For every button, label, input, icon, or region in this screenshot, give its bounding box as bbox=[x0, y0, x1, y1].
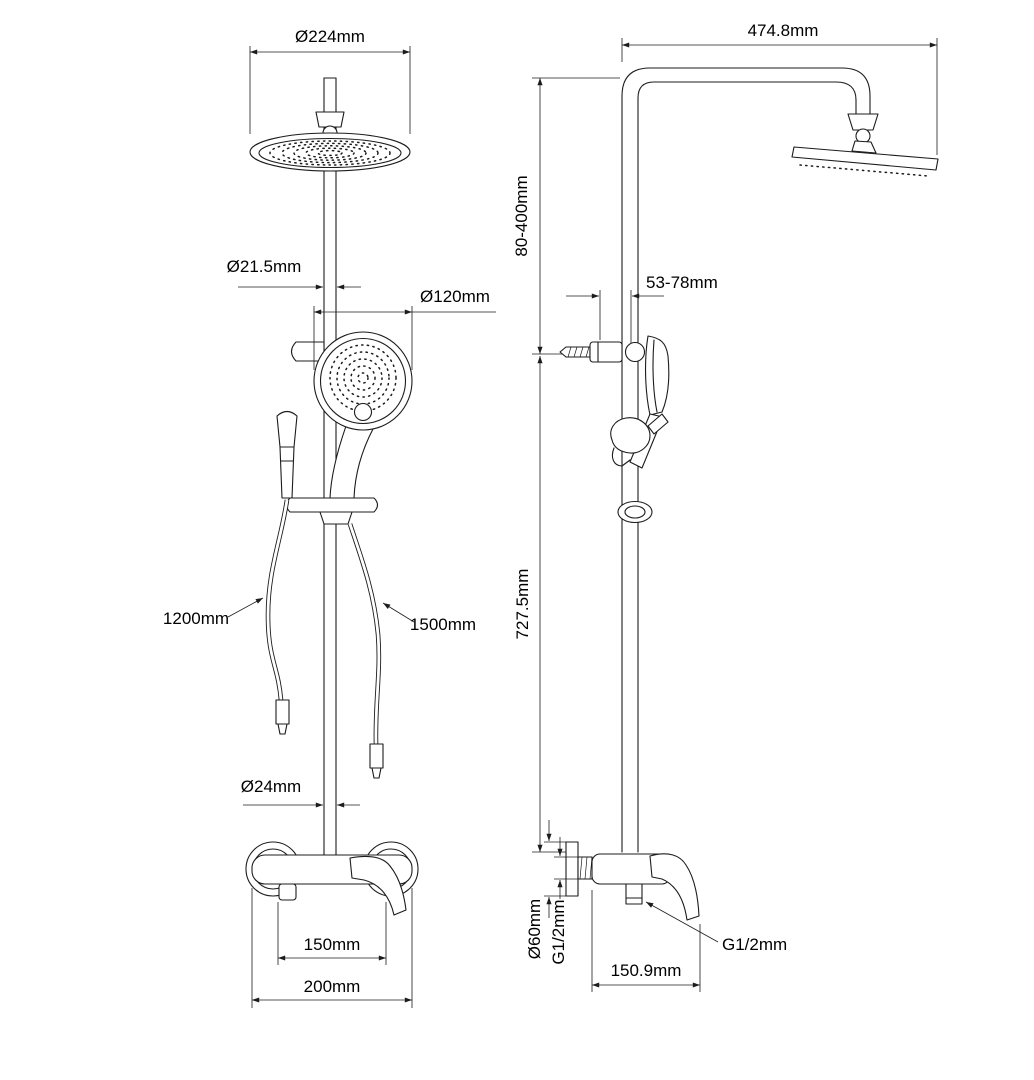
dim-handshower-diameter: Ø120mm bbox=[313, 287, 496, 370]
dim-label-inlet-thread: G1/2mm bbox=[549, 899, 568, 964]
dim-mixer-depth: 150.9mm bbox=[591, 890, 701, 992]
dim-label-escutcheon-diameter: Ø60mm bbox=[525, 899, 544, 959]
dim-height-range: 80-400mm bbox=[512, 77, 620, 355]
dim-left-hose-length: 1200mm bbox=[163, 597, 264, 628]
dim-label-bracket-range: 53-78mm bbox=[646, 273, 718, 292]
left-shower-hose bbox=[265, 499, 290, 735]
rain-shower-head-side bbox=[791, 113, 939, 177]
dim-arm-reach: 474.8mm bbox=[621, 21, 938, 155]
dim-label-handshower-diameter: Ø120mm bbox=[420, 287, 490, 306]
dim-escutcheon-diameter: Ø60mm bbox=[525, 820, 566, 959]
dim-label-inlet-spacing: 150mm bbox=[304, 935, 361, 954]
dim-label-outlet-thread: G1/2mm bbox=[722, 935, 787, 954]
dim-head-diameter: Ø224mm bbox=[249, 27, 411, 134]
slider-holder-front bbox=[285, 497, 379, 525]
right-shower-hose bbox=[347, 523, 384, 779]
dim-label-height-range: 80-400mm bbox=[512, 175, 531, 256]
holder-ring-side bbox=[617, 500, 653, 524]
dim-label-column-height: 727.5mm bbox=[513, 569, 532, 640]
mixer-front bbox=[245, 841, 419, 916]
spray-nozzle-dots bbox=[269, 140, 391, 166]
dim-lower-pipe-diameter: Ø24mm bbox=[241, 777, 360, 808]
dim-label-mixer-depth: 150.9mm bbox=[611, 961, 682, 980]
diverter-knob bbox=[278, 883, 297, 901]
hand-shower-front bbox=[313, 331, 413, 499]
rain-shower-head bbox=[249, 111, 411, 172]
front-view-drawing: Ø224mm Ø21.5mm bbox=[163, 27, 496, 1008]
dim-column-height: 727.5mm bbox=[513, 356, 566, 853]
dim-label-right-hose: 1500mm bbox=[410, 615, 476, 634]
mixer-lever-front bbox=[349, 855, 407, 916]
spray-gun-side bbox=[610, 413, 669, 467]
dim-label-arm-reach: 474.8mm bbox=[748, 21, 819, 40]
dim-inlet-thread: G1/2mm bbox=[549, 837, 578, 965]
dim-label-left-hose: 1200mm bbox=[163, 609, 229, 628]
dim-bracket-range: 53-78mm bbox=[566, 273, 718, 344]
dim-right-hose-length: 1500mm bbox=[382, 602, 476, 634]
mixer-lever-side bbox=[649, 853, 700, 921]
dim-inlet-spacing: 150mm bbox=[277, 902, 387, 965]
dim-label-riser-diameter: Ø21.5mm bbox=[227, 257, 302, 276]
outlet-side bbox=[625, 883, 643, 905]
wall-bracket-side bbox=[559, 341, 646, 363]
dim-outlet-thread: G1/2mm bbox=[645, 901, 787, 954]
shower-column-side bbox=[621, 67, 871, 853]
dim-mixer-width: 200mm bbox=[251, 888, 413, 1008]
mixer-side bbox=[565, 841, 700, 921]
dim-label-head-diameter: Ø224mm bbox=[295, 27, 365, 46]
dim-riser-diameter: Ø21.5mm bbox=[227, 257, 361, 290]
spray-gun-front bbox=[276, 410, 298, 499]
escutcheon-side bbox=[565, 841, 579, 897]
dim-label-mixer-width: 200mm bbox=[304, 977, 361, 996]
side-view-drawing: 474.8mm 80-400mm 53-78mm bbox=[512, 21, 939, 992]
dim-label-lower-pipe-diameter: Ø24mm bbox=[241, 777, 301, 796]
